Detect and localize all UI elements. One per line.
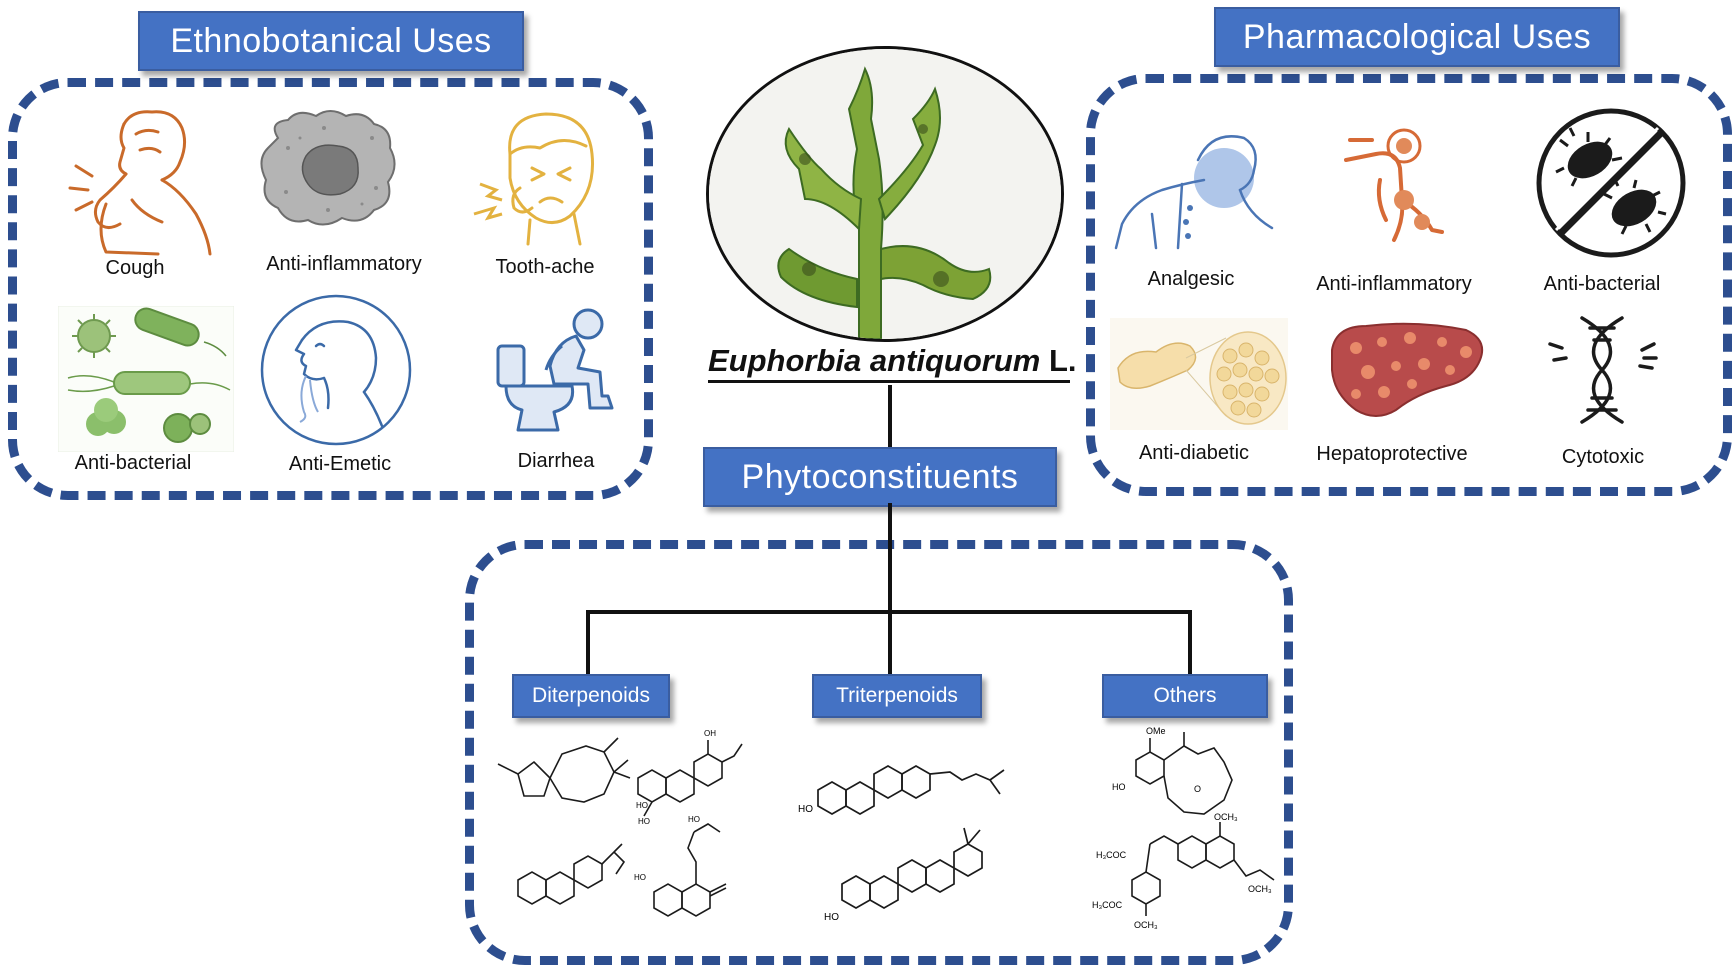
dna-icon (1548, 316, 1658, 424)
bacteria-icon (58, 306, 234, 452)
tree-crossbar (586, 610, 1192, 614)
triterp-ho-label-2: HO (824, 912, 839, 923)
pancreas-icon (1110, 318, 1288, 430)
plant-photo (706, 46, 1064, 342)
species-underline (708, 380, 1070, 383)
diterp-ho-label-1: HO (636, 801, 648, 810)
class-diterpenoids: Diterpenoids (512, 674, 670, 718)
ethno-label-cough: Cough (105, 257, 165, 279)
others-och3-label-2: OCH₃ (1134, 920, 1158, 930)
pharm-label-hepatoprotective: Hepatoprotective (1316, 443, 1468, 465)
diterp-ho-label-4: HO (688, 815, 700, 824)
inflammation-icon (260, 110, 396, 226)
toilet-person-icon (496, 308, 614, 432)
diterp-ho-label-2: HO (638, 817, 650, 826)
pharm-label-analgesic: Analgesic (1147, 268, 1235, 290)
toothache-icon (473, 112, 595, 246)
phyto-title: Phytoconstituents (703, 447, 1057, 507)
diterpenoid-structures: HO HO OH HO HO (497, 729, 743, 917)
ethnobotanical-title: Ethnobotanical Uses (138, 11, 524, 71)
cough-icon (68, 110, 212, 256)
others-ho-label: HO (1112, 782, 1126, 792)
triterp-ho-label-1: HO (798, 804, 813, 815)
tree-left-drop (586, 610, 590, 675)
vomiting-icon (260, 294, 412, 446)
other-structures: OMe HO O H₃COC H₃COC OCH₃ OCH₃ OCH₃ (1092, 726, 1275, 930)
pharmacological-title: Pharmacological Uses (1214, 7, 1620, 67)
pharm-label-anti-diabetic: Anti-diabetic (1138, 442, 1250, 464)
pharm-label-anti-inflammatory: Anti-inflammatory (1316, 273, 1472, 295)
no-bacteria-icon (1536, 108, 1686, 258)
others-o-label: O (1194, 784, 1201, 794)
class-others: Others (1102, 674, 1268, 718)
ethno-label-diarrhea: Diarrhea (517, 450, 595, 472)
pharm-label-anti-bacterial: Anti-bacterial (1543, 273, 1661, 295)
others-och3-label-3: OCH₃ (1248, 884, 1272, 894)
ethno-label-toothache: Tooth-ache (495, 256, 595, 278)
ethnobotanical-panel (8, 78, 653, 500)
species-name: Euphorbia antiquorum L. (708, 343, 1077, 379)
others-h3coc-label-1: H₃COC (1096, 850, 1127, 860)
class-triterpenoids: Triterpenoids (812, 674, 982, 718)
ethno-label-anti-inflammatory: Anti-inflammatory (266, 253, 422, 275)
tree-right-drop (1188, 610, 1192, 675)
others-ome-label: OMe (1146, 726, 1166, 736)
others-h3coc-label-2: H₃COC (1092, 900, 1123, 910)
pharmacological-panel (1086, 74, 1732, 496)
pharm-label-cytotoxic: Cytotoxic (1561, 446, 1645, 468)
triterpenoid-structures: HO HO (798, 765, 1005, 923)
tree-trunk (888, 503, 892, 675)
liver-icon (1331, 322, 1484, 417)
species-author: L. (1040, 343, 1077, 378)
diterp-ho-label-3: HO (634, 873, 646, 882)
phyto-panel (465, 540, 1293, 965)
neck-pain-icon (1114, 135, 1274, 250)
diterp-oh-label: OH (704, 729, 716, 738)
connector-plant-phyto (888, 385, 892, 447)
joint-pain-icon (1344, 128, 1444, 242)
ethno-label-anti-emetic: Anti-Emetic (288, 453, 392, 475)
ethno-label-anti-bacterial: Anti-bacterial (74, 452, 192, 474)
euphorbia-plant-icon (709, 49, 1061, 339)
others-och3-label-1: OCH₃ (1214, 812, 1238, 822)
species-italic: Euphorbia antiquorum (708, 343, 1041, 378)
